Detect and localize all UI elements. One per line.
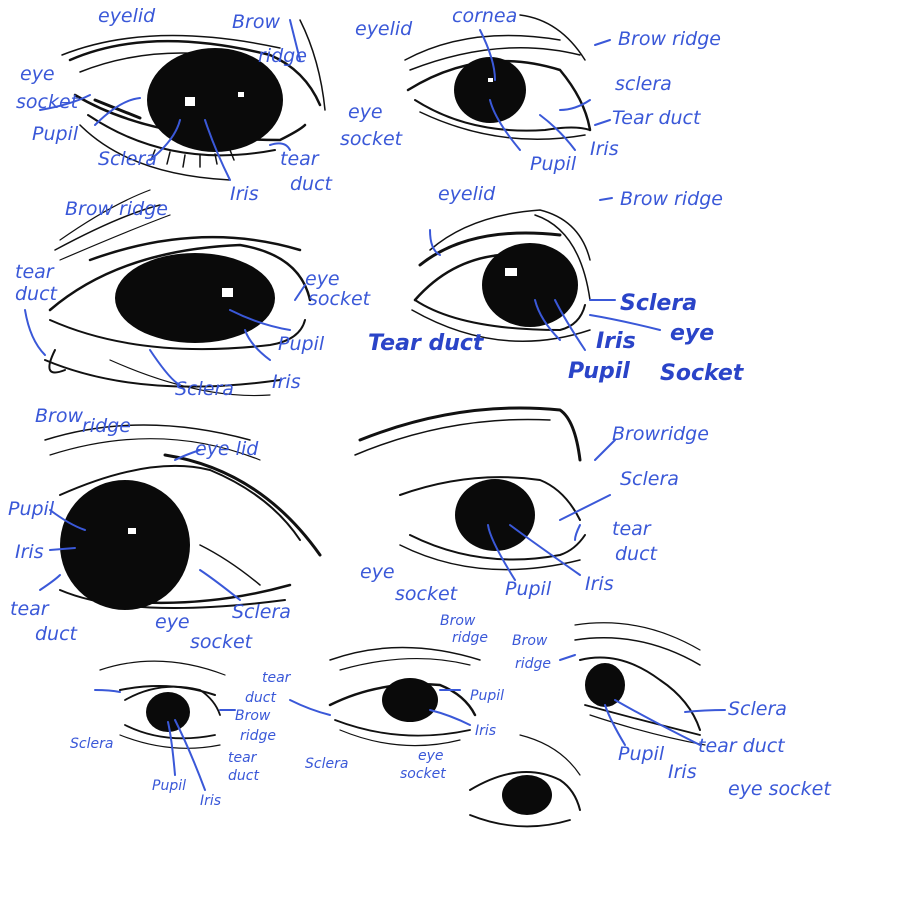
label-pupil: Pupil [568,359,630,384]
label-tear-duct: duct [228,768,259,784]
label-eye-socket: socket [190,631,254,653]
label-eye-socket: socket [340,128,404,150]
eye-sketch-9 [574,622,706,746]
label-eye-socket: socket [395,583,459,605]
iris-pupil-5 [60,480,190,610]
label-tear-duct: Tear duct [612,107,702,129]
leader-lines [24,19,726,791]
eye-sketch-2 [404,14,592,140]
label-brow-ridge: Browridge [612,423,709,445]
label-brow-ridge: Brow ridge [65,198,168,220]
eye-sketch-3 [44,189,312,397]
label-eye-socket: eye [360,561,395,583]
label-brow-ridge: Brow [512,633,548,649]
label-sclera: Sclera [620,291,697,316]
label-pupil: Pupil [470,688,504,704]
iris-pupil-2 [454,57,526,123]
label-pupil: Pupil [152,778,186,794]
iris-pupil-6 [455,479,535,551]
label-iris: Iris [272,371,301,393]
label-eye-socket: eye [20,63,55,85]
label-brow-ridge: ridge [258,45,307,67]
label-sclera: Sclera [175,378,234,400]
label-eye-socket: eye socket [728,778,832,800]
label-tear-duct: duct [35,623,79,645]
iris-pupil-3 [115,253,275,343]
label-sclera: Sclera [728,698,787,720]
eye-sketch-7 [99,660,226,749]
label-tear-duct: tear [280,148,320,170]
label-tear-duct: tear [612,518,652,540]
label-eye-socket: socket [16,91,80,113]
label-tear-duct: tear duct [698,735,786,757]
label-eyelid: eyelid [98,5,156,27]
label-tear-duct: duct [245,690,276,706]
label-eye-socket: eye [348,101,383,123]
label-iris: Iris [590,138,619,160]
label-eye-socket: socket [308,288,372,310]
label-brow-ridge: ridge [82,415,131,437]
label-brow-ridge: ridge [452,630,488,646]
iris-pupil-4 [482,243,578,327]
eye-sketch-8 [328,646,481,747]
label-eyelid: eyelid [438,183,496,205]
label-brow-ridge: Brow ridge [620,188,723,210]
label-pupil: Pupil [505,578,552,600]
label-eye-socket: Socket [660,361,745,386]
label-sclera: Sclera [620,468,679,490]
label-brow-ridge: ridge [240,728,276,744]
eye-sketch-10 [469,734,581,828]
label-tear-duct: duct [615,543,659,565]
eye-sketch-1 [61,19,326,181]
label-brow-ridge: Brow [232,11,280,33]
eye-sketch-5 [44,424,322,610]
label-tear-duct: tear [15,261,55,283]
label-iris: Iris [475,723,496,739]
label-brow-ridge: Brow [440,613,476,629]
label-sclera: Sclera [98,148,157,170]
label-brow-ridge: ridge [515,656,551,672]
label-tear-duct: duct [290,173,334,195]
label-sclera: Sclera [305,756,348,772]
label-iris: Iris [15,541,44,563]
label-iris: Iris [596,329,636,354]
label-iris: Iris [585,573,614,595]
label-pupil: Pupil [32,123,79,145]
label-eye-socket: eye [155,611,190,633]
label-eyelid: eyelid [355,18,413,40]
iris-pupil-7 [146,692,190,732]
label-tear-duct: tear [262,670,292,686]
label-sclera: Sclera [232,601,291,623]
label-tear-duct: duct [15,283,59,305]
label-pupil: Pupil [8,498,55,520]
label-eye-socket: socket [400,766,446,782]
label-pupil: Pupil [278,333,325,355]
label-cornea: cornea [452,5,517,27]
label-sclera: Sclera [70,736,113,752]
label-eye-socket: eye [305,268,340,290]
labels: eyelid Brow ridge eye socket Pupil Scler… [8,5,832,809]
label-pupil: Pupil [530,153,577,175]
eye-sketch-6 [354,406,586,571]
iris-pupil-8 [382,678,438,722]
label-sclera: sclera [615,73,672,95]
label-brow-ridge: Brow [35,405,83,427]
label-iris: Iris [200,793,221,809]
label-brow-ridge: Brow [235,708,271,724]
iris-pupil-10 [502,775,552,815]
iris-pupil-9 [585,663,625,707]
iris-pupil-1 [147,48,283,152]
eye-sketch-4 [411,209,591,342]
label-iris: Iris [230,183,259,205]
label-tear-duct: tear [10,598,50,620]
label-tear-duct: tear [228,750,258,766]
label-pupil: Pupil [618,743,665,765]
label-tear-duct: Tear duct [368,331,485,356]
label-eyelid: eye lid [195,438,259,460]
label-iris: Iris [668,761,697,783]
label-eye-socket: eye [418,748,444,764]
label-brow-ridge: Brow ridge [618,28,721,50]
label-eye-socket: eye [670,321,714,346]
